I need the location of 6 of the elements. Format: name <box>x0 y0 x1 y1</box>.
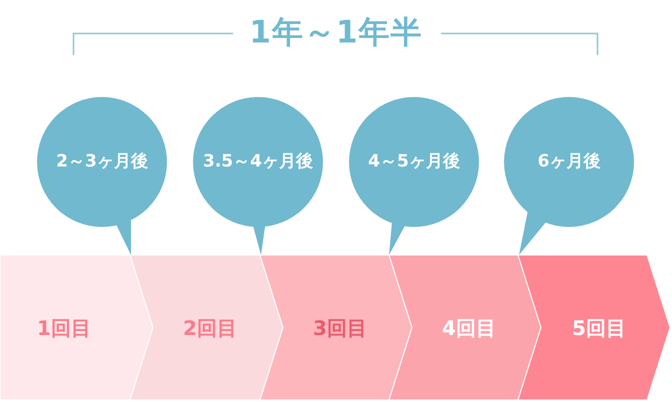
chevron-step: 1回目 <box>0 255 153 400</box>
duration-label: 1年～1年半 <box>249 18 423 48</box>
chevron-step: 5回目 <box>518 255 670 400</box>
chevron-step: 2回目 <box>130 255 283 400</box>
chevron-step: 4回目 <box>389 255 541 400</box>
chevron-step: 3回目 <box>260 255 412 400</box>
